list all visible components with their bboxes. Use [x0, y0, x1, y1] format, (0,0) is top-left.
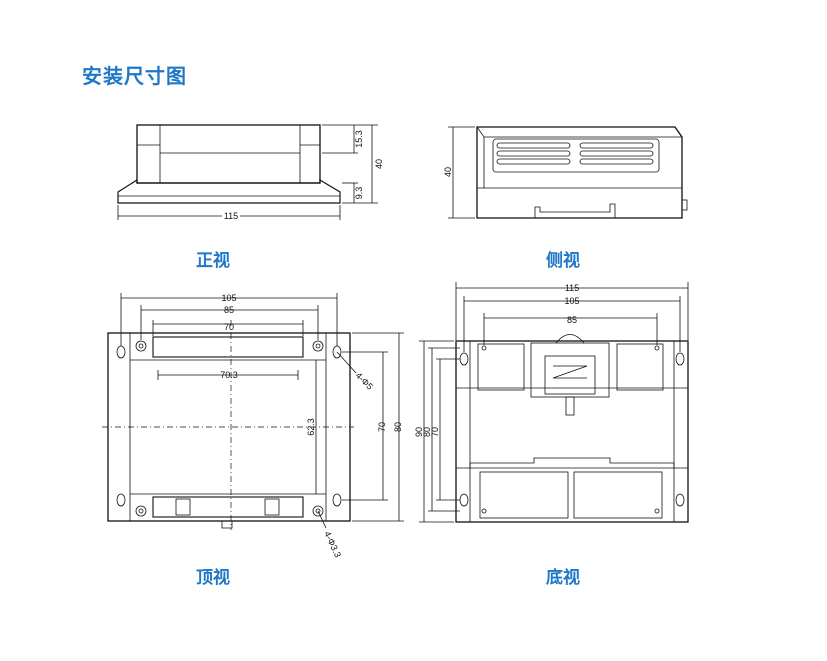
top-dim-w4: 70.3 [220, 370, 238, 380]
front-view-drawing: 115 40 15.3 9.3 [117, 124, 384, 221]
front-base-outline [117, 178, 341, 204]
top-view-drawing: 105 85 70 70.3 62.3 70 80 4-Φ5 4-Φ3.3 [102, 293, 404, 559]
top-label-hole-small: 4-Φ3.3 [322, 530, 343, 559]
caption-bottom-view: 底视 [546, 568, 580, 588]
caption-front-view: 正视 [196, 251, 230, 271]
bottom-dim-w3: 85 [567, 315, 577, 325]
bottom-view-drawing: 115 105 85 90 80 70 [414, 282, 689, 523]
top-dim-w3: 70 [224, 322, 234, 332]
top-dim-h1: 62.3 [306, 418, 316, 436]
bottom-dim-w1: 115 [565, 283, 579, 293]
caption-top-view: 顶视 [196, 568, 230, 588]
front-body-outline [136, 124, 321, 184]
front-dim-height: 40 [374, 159, 384, 169]
bottom-dim-h3: 70 [430, 427, 440, 437]
top-label-hole-big: 4-Φ5 [354, 370, 375, 391]
bottom-mount-holes [459, 345, 685, 514]
bottom-dim-h2: 80 [422, 427, 432, 437]
front-dim-foot: 9.3 [354, 187, 364, 200]
top-mount-holes [116, 340, 342, 517]
page-title: 安装尺寸图 [82, 64, 187, 88]
bottom-dim-w2: 105 [564, 296, 579, 306]
side-body-outline [476, 126, 683, 219]
side-view-drawing: 40 [443, 126, 688, 219]
caption-side-view: 侧视 [546, 251, 580, 271]
bottom-body-outline [455, 340, 689, 523]
front-dim-top: 15.3 [354, 130, 364, 148]
top-dim-h2: 70 [377, 422, 387, 432]
side-vent-slots [492, 138, 660, 173]
top-dim-w2: 85 [224, 305, 234, 315]
side-dim-height: 40 [443, 167, 453, 177]
din-rail-clip [530, 334, 610, 416]
bottom-dim-h1: 90 [414, 427, 424, 437]
front-dim-width: 115 [224, 211, 238, 221]
top-dim-h3: 80 [393, 422, 403, 432]
top-dim-w1: 105 [221, 293, 236, 303]
